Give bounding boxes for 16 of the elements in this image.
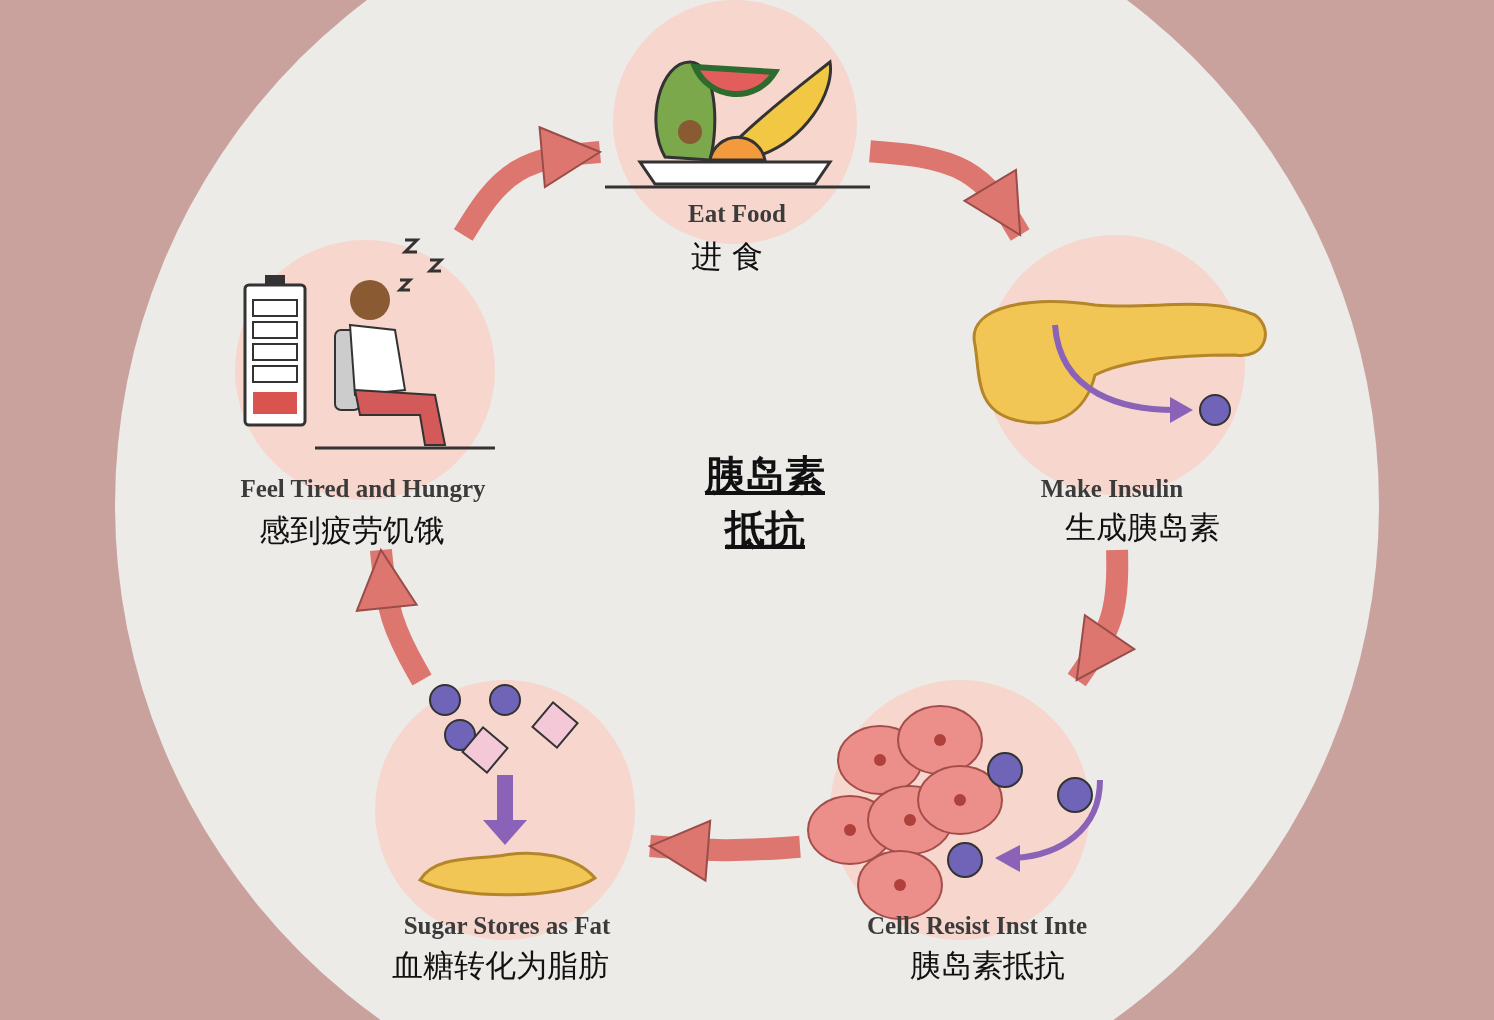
step-label: Cells Resist Inst Inte	[866, 912, 1088, 940]
step-label: Sugar Stores as Fat	[403, 912, 611, 940]
cycle-arrow	[869, 140, 1030, 241]
step-label-chinese: 生成胰岛素	[1064, 508, 1220, 547]
step-label-chinese: 进 食	[691, 237, 763, 276]
step-label-chinese: 血糖转化为脂肪	[391, 946, 609, 985]
cycle-arrow	[649, 819, 801, 882]
step-label-chinese: 感到疲劳饥饿	[259, 511, 445, 550]
cycle-arrow	[355, 548, 432, 686]
step-label-chinese: 胰岛素抵抗	[909, 946, 1065, 985]
step-label: Feel Tired and Hungry	[240, 475, 486, 503]
diagram-title: 胰岛素抵抗	[703, 451, 826, 554]
step-label: Eat Food	[688, 200, 786, 228]
cycle-arrow	[453, 126, 601, 241]
step-label: Make Insulin	[1040, 475, 1184, 503]
cycle-arrow	[1067, 549, 1136, 687]
